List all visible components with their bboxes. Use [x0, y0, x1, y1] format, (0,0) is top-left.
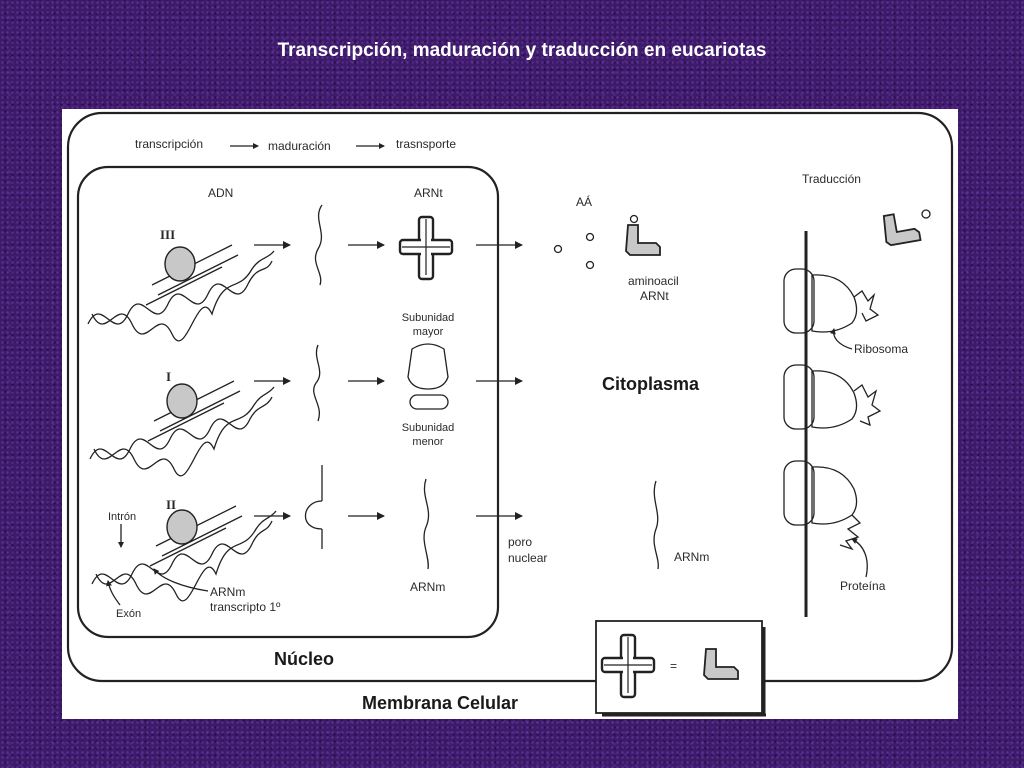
diagram-svg: transcripción maduración trasnsporte ADN… — [66, 111, 954, 717]
amino-acid-circles — [553, 214, 639, 270]
label-aminoacil-1: aminoacil — [628, 274, 679, 288]
exon-pointer — [106, 580, 121, 606]
polymerase-label-ii: II — [166, 497, 176, 512]
label-ribosoma: Ribosoma — [854, 342, 908, 356]
polymerase-blob-3 — [166, 509, 198, 545]
protein-pointer — [851, 538, 868, 578]
aminoacyl-trna — [625, 224, 661, 256]
label-aa: AÁ — [576, 194, 592, 209]
ribosome-2 — [783, 364, 882, 430]
pre-rrna-strand — [313, 344, 321, 422]
label-membrana: Membrana Celular — [362, 693, 518, 713]
label-poro-1: poro — [508, 535, 532, 549]
label-nucleo: Núcleo — [274, 649, 334, 669]
mrna-cytoplasm — [653, 480, 659, 570]
label-subunidad-mayor-2: mayor — [413, 326, 444, 338]
trna-incoming — [880, 209, 922, 247]
polymerase-label-i: I — [166, 369, 171, 384]
dna-helix-3: II — [91, 497, 277, 602]
step-transporte: trasnsporte — [396, 137, 456, 151]
polymerase-label-iii: III — [160, 227, 175, 242]
dna-helix-1: III — [87, 227, 275, 342]
legend-equals: = — [670, 659, 677, 673]
label-proteina: Proteína — [840, 579, 886, 593]
subunit-minor — [409, 394, 449, 410]
label-arnt: ARNt — [414, 186, 443, 200]
polymerase-blob-1 — [164, 246, 196, 282]
label-intron: Intrón — [108, 511, 136, 523]
subunit-major — [407, 343, 449, 390]
slide-title: Transcripción, maduración y traducción e… — [277, 40, 767, 61]
label-arnm-citoplasma: ARNm — [674, 550, 709, 564]
cell-membrane — [66, 111, 954, 683]
label-adn: ADN — [208, 186, 233, 200]
label-arnm-transcripto-1: ARNm — [210, 585, 245, 599]
trna-incoming-aa — [921, 209, 931, 219]
label-citoplasma: Citoplasma — [602, 374, 700, 394]
ribosome-3 — [783, 460, 862, 551]
step-transcripcion: transcripción — [135, 137, 203, 151]
dna-helix-2: I — [89, 369, 275, 477]
trna-cloverleaf-nucleus — [398, 215, 454, 281]
transcript-pointer — [153, 568, 209, 592]
label-poro-2: nuclear — [508, 551, 547, 565]
label-subunidad-mayor-1: Subunidad — [402, 312, 455, 324]
polymerase-blob-2 — [166, 383, 198, 419]
label-subunidad-menor-2: menor — [412, 436, 444, 448]
label-arnm-nucleo: ARNm — [410, 580, 445, 594]
diagram-panel: transcripción maduración trasnsporte ADN… — [62, 109, 958, 719]
label-aminoacil-2: ARNt — [640, 289, 669, 303]
step-maduracion: maduración — [268, 139, 331, 153]
ribosome-pointer — [829, 328, 853, 350]
nucleus-outline — [76, 165, 500, 639]
label-arnm-transcripto-2: transcripto 1º — [210, 600, 281, 614]
label-exon: Exón — [116, 608, 141, 620]
splicing-loop — [304, 465, 323, 549]
legend-box: = — [595, 620, 766, 717]
ribosome-1 — [783, 268, 880, 334]
mature-mrna-nucleus — [423, 478, 430, 570]
label-traduccion: Traducción — [802, 172, 861, 186]
pre-trna-strand — [314, 204, 323, 286]
label-subunidad-menor-1: Subunidad — [402, 422, 455, 434]
